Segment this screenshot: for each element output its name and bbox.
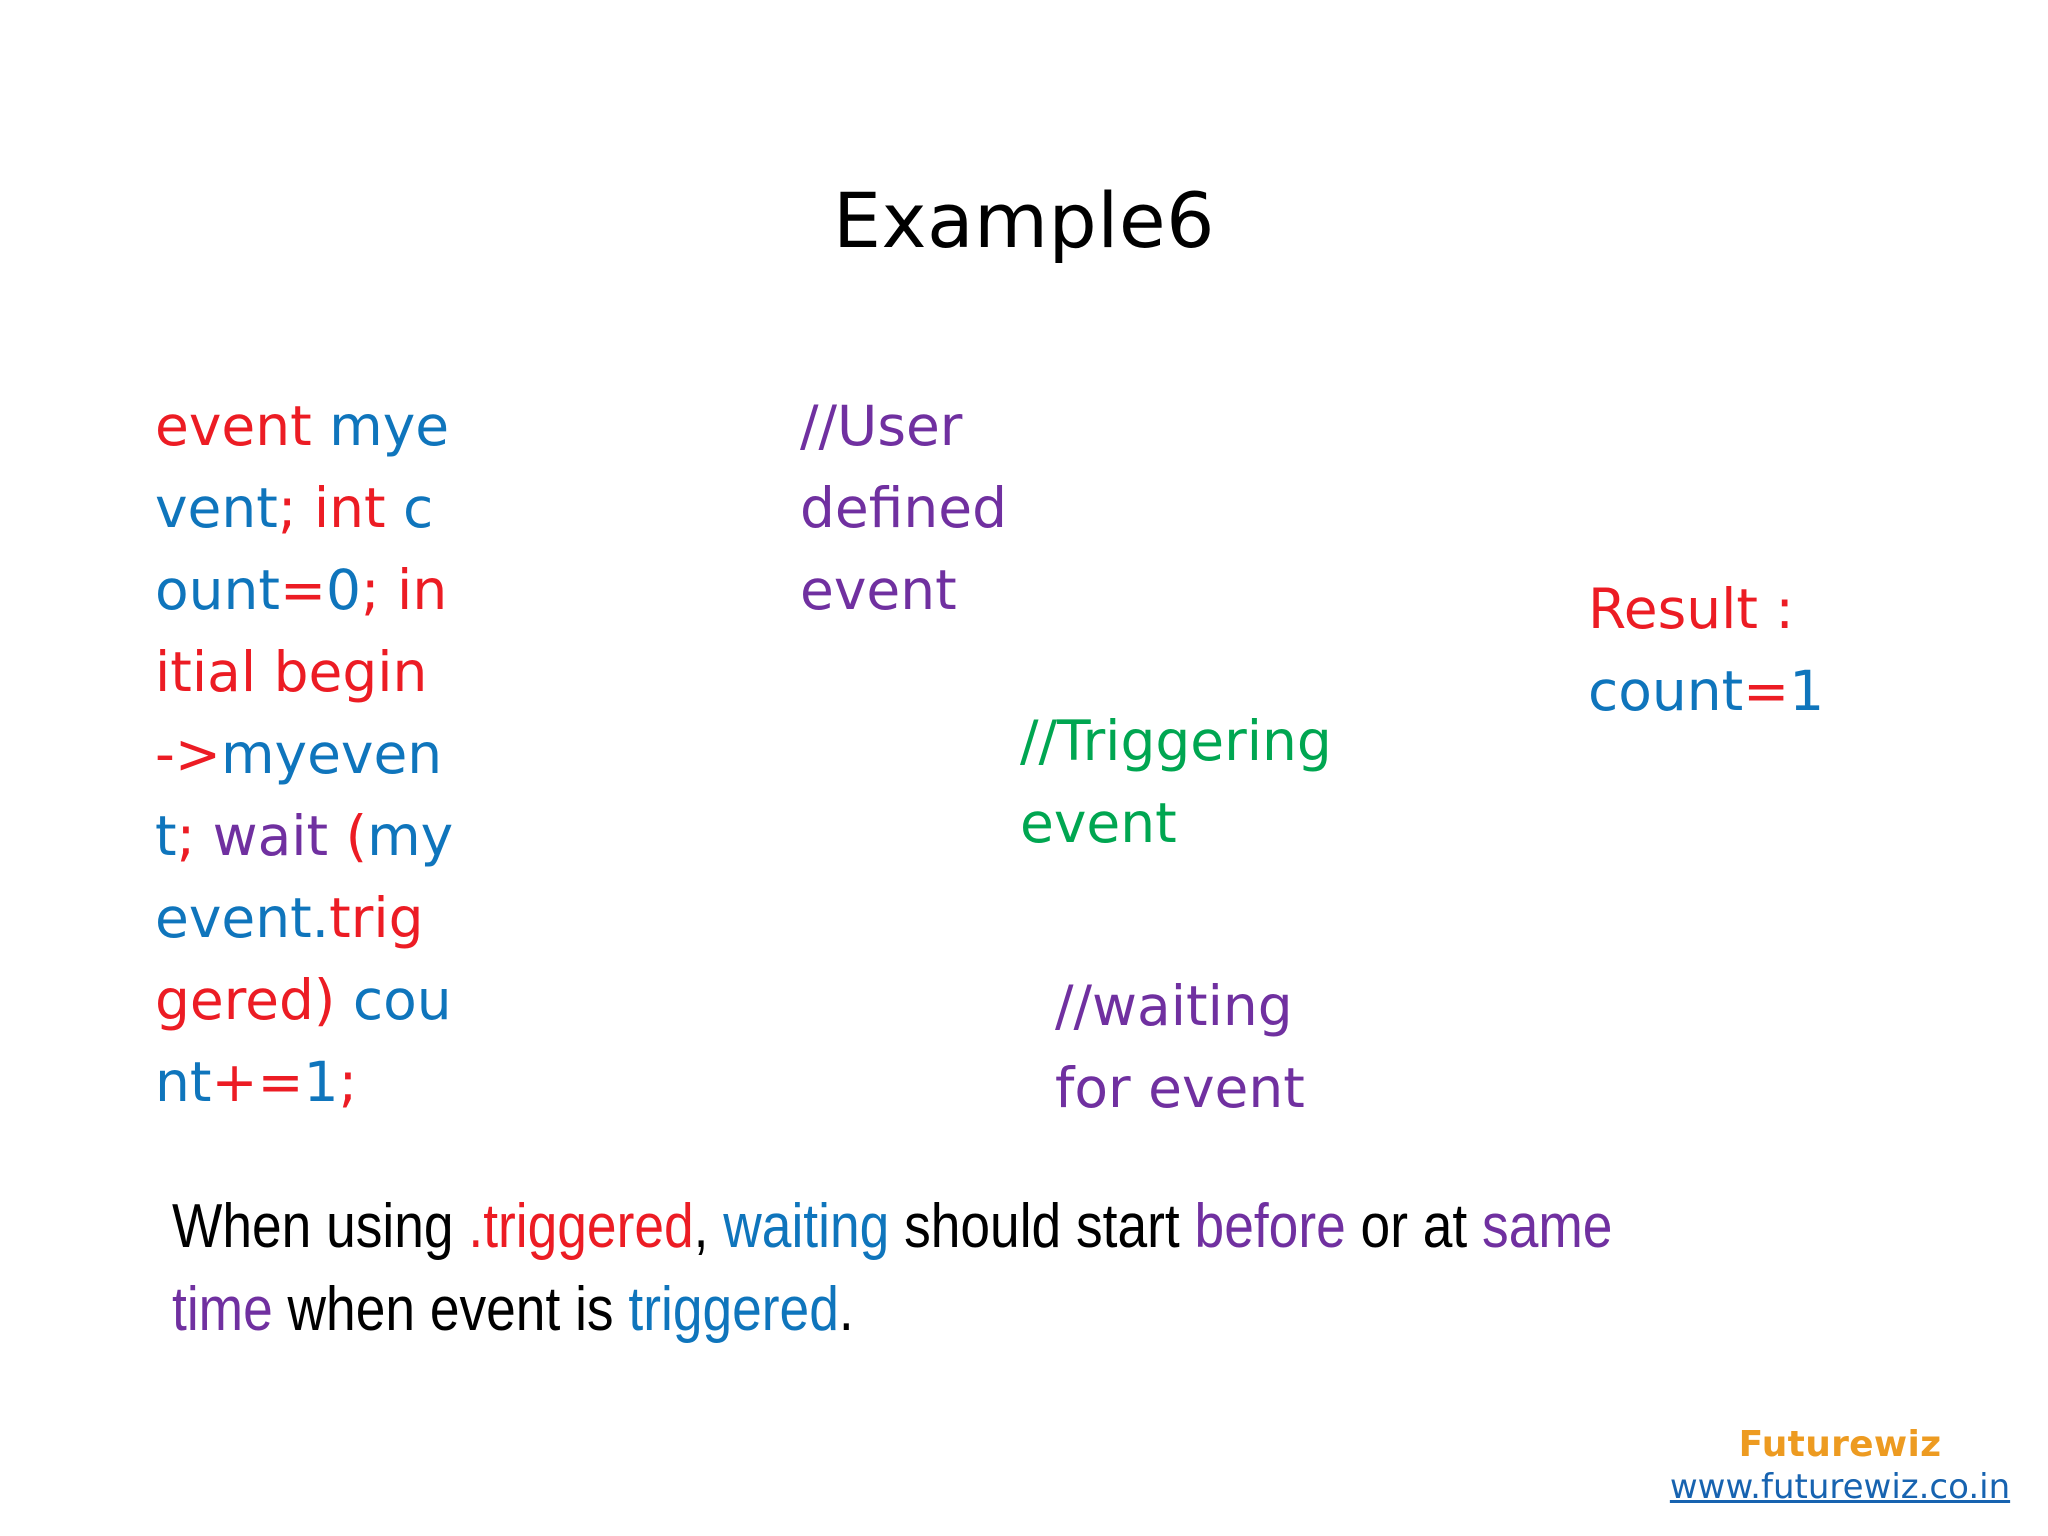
code-token-one: 1 — [303, 1050, 339, 1114]
page-title: Example6 — [832, 176, 1216, 265]
code-token-count-2: count — [155, 968, 452, 1114]
code-token-begin: begin — [273, 640, 428, 704]
code-token-space-1 — [195, 804, 212, 868]
explain-seg-should-start: should start — [889, 1192, 1195, 1261]
explain-seg-period: . — [838, 1275, 854, 1344]
comment-waiting-for-event: //waiting for event — [1055, 974, 1305, 1120]
code-token-semicolon-2: ; — [361, 558, 398, 622]
brand-name: Futurewiz — [1738, 1424, 1942, 1465]
result-value: 1 — [1789, 659, 1825, 723]
code-token-semicolon-4: ; — [338, 1050, 358, 1114]
result-variable: count — [1588, 659, 1744, 723]
code-token-event: event — [155, 394, 330, 458]
code-token-int: int — [313, 476, 404, 540]
comment-triggering-event: //Triggering event — [1020, 709, 1332, 855]
explain-seg-same-time: same time — [172, 1192, 1613, 1344]
code-token-paren-open: ( — [345, 804, 368, 868]
explain-seg-triggered: triggered — [628, 1275, 839, 1344]
comment-user-defined-event: //User defined event — [800, 394, 1008, 622]
code-token-gt: > — [174, 722, 221, 786]
explain-seg-when-event-is: when event is — [272, 1275, 629, 1344]
code-token-triggered: triggered — [155, 886, 424, 1032]
code-token-myevent-dot: myevent. — [155, 804, 454, 950]
result-label: Result : — [1588, 577, 1794, 641]
code-token-zero: 0 — [326, 558, 362, 622]
explain-seg-when-using: When using — [172, 1192, 469, 1261]
code-token-count-1: count — [155, 476, 434, 622]
code-token-semicolon-1: ; — [277, 476, 314, 540]
code-token-dash: - — [155, 722, 175, 786]
code-token-myevent-2: myevent — [155, 722, 443, 868]
code-token-plus-assign: += — [211, 1050, 304, 1114]
code-block: event myevent; int count=0; initial begi… — [155, 385, 455, 1123]
explain-seg-triggered-kw: .triggered — [468, 1192, 694, 1261]
code-token-wait: wait — [212, 804, 346, 868]
result-equals: = — [1743, 659, 1790, 723]
explain-seg-comma: , — [693, 1192, 724, 1261]
code-token-assign: = — [279, 558, 327, 622]
code-token-myevent: myevent — [155, 394, 450, 540]
explain-seg-or-at: or at — [1345, 1192, 1483, 1261]
explain-seg-before: before — [1194, 1192, 1346, 1261]
result-block: Result : count=1 — [1588, 568, 1838, 732]
explain-seg-waiting: waiting — [723, 1192, 890, 1261]
code-token-semicolon-3: ; — [176, 804, 196, 868]
explanation-text: When using .triggered, waiting should st… — [172, 1185, 1711, 1351]
code-token-initial: initial — [155, 558, 448, 704]
code-token-paren-close: ) — [313, 968, 336, 1032]
footer-brand: Futurewiz www.futurewiz.co.in — [1640, 1424, 2040, 1508]
code-token-space-2 — [335, 968, 352, 1032]
brand-website-link[interactable]: www.futurewiz.co.in — [1669, 1467, 2011, 1507]
